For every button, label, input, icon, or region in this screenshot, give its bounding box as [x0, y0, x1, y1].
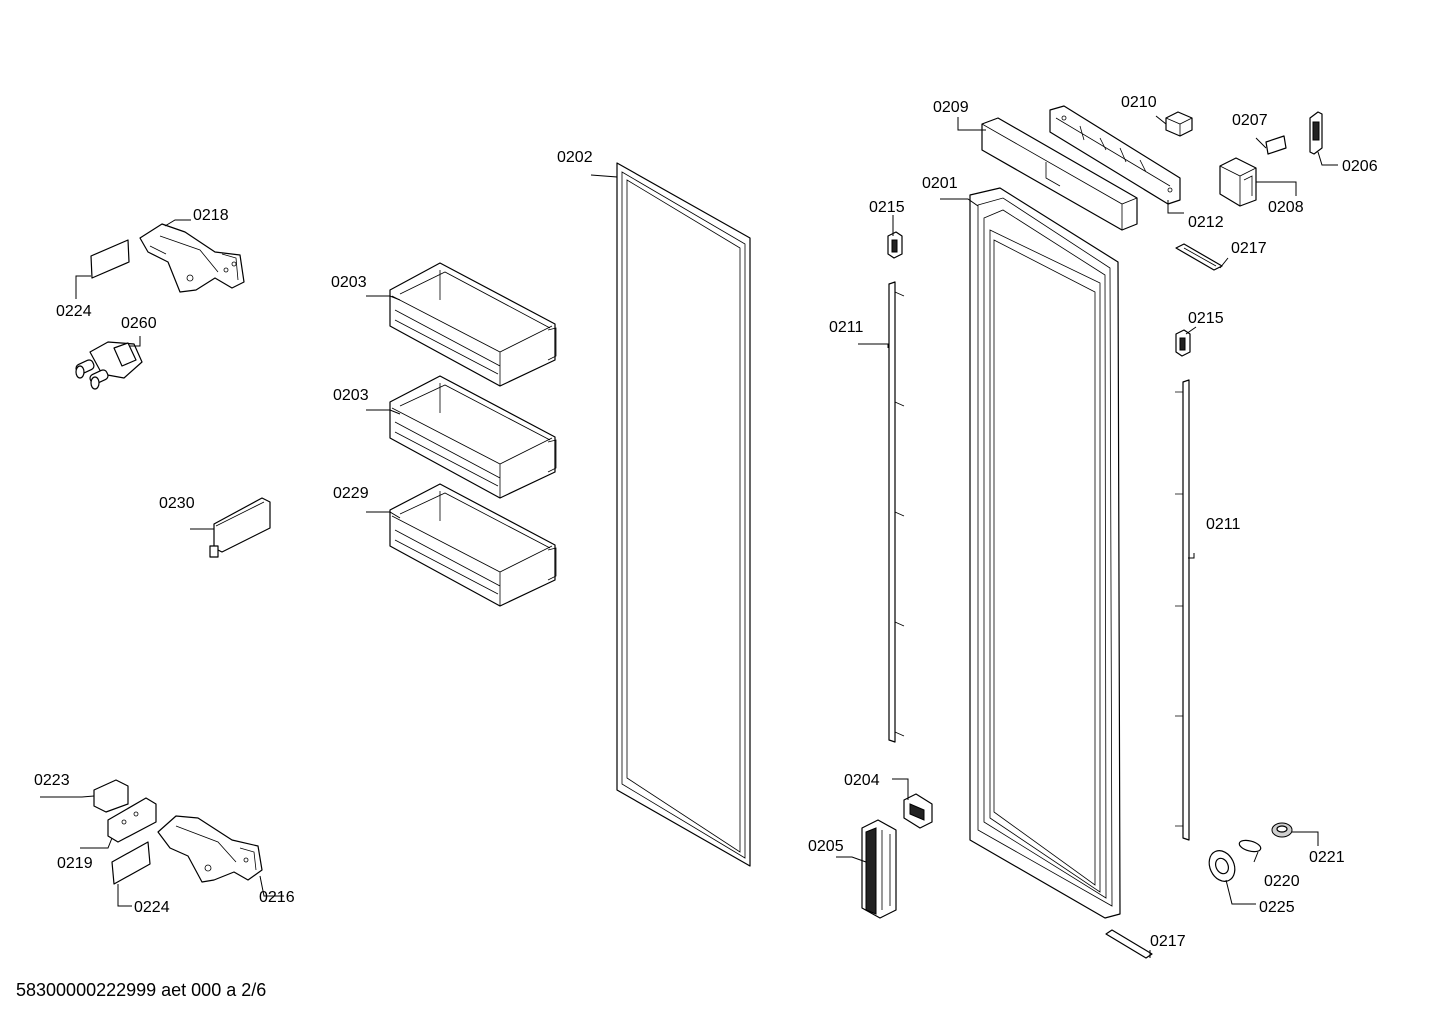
- upper-bracket-strip-part: [1175, 243, 1223, 271]
- lower-cover-plate-part: [111, 841, 151, 885]
- leader-lines: [40, 115, 1338, 958]
- lower-hinge-part: [157, 815, 263, 883]
- left-decor-strip-part: [888, 281, 905, 743]
- washer-part: [1238, 839, 1262, 853]
- label-0211-right: 0211: [1206, 516, 1241, 533]
- label-0210: 0210: [1121, 94, 1157, 111]
- upper-hinge-part: [139, 223, 245, 293]
- label-0221: 0221: [1309, 849, 1345, 866]
- label-0223: 0223: [34, 772, 70, 789]
- door-part: [969, 187, 1121, 919]
- small-panel-part: [209, 497, 271, 558]
- lower-bracket-strip-part: [1105, 929, 1153, 959]
- cap-part: [1271, 822, 1293, 838]
- label-0260: 0260: [121, 315, 157, 332]
- label-0208: 0208: [1268, 199, 1304, 216]
- door-shelf-part-3: [389, 483, 557, 607]
- right-clip-part: [1175, 329, 1191, 357]
- label-0224-top: 0224: [56, 303, 92, 320]
- door-gasket-part: [616, 162, 751, 867]
- label-0220: 0220: [1264, 873, 1300, 890]
- label-0229: 0229: [333, 485, 369, 502]
- left-clip-part: [887, 231, 903, 259]
- label-0207: 0207: [1232, 112, 1268, 129]
- label-0218: 0218: [193, 207, 229, 224]
- label-0204: 0204: [844, 772, 880, 789]
- label-0203-top: 0203: [331, 274, 367, 291]
- label-0203-middle: 0203: [333, 387, 369, 404]
- label-0202: 0202: [557, 149, 593, 166]
- small-bracket-part: [903, 793, 933, 829]
- label-0225: 0225: [1259, 899, 1295, 916]
- handle-bracket-part: [861, 819, 897, 919]
- door-shelf-part-1: [389, 262, 557, 387]
- label-0209: 0209: [933, 99, 969, 116]
- label-0224-bottom: 0224: [134, 899, 170, 916]
- upper-cover-plate-part: [90, 239, 130, 279]
- label-0217-bottom: 0217: [1150, 933, 1186, 950]
- label-0215-left: 0215: [869, 199, 905, 216]
- lower-mount-plate-part: [107, 797, 157, 843]
- label-0217-top: 0217: [1231, 240, 1267, 257]
- label-0211-left: 0211: [829, 319, 864, 336]
- label-0219: 0219: [57, 855, 93, 872]
- label-0206: 0206: [1342, 158, 1378, 175]
- drawing-reference-number: 58300000222999 aet 000 a 2/6: [16, 980, 267, 1000]
- right-decor-strip-part: [1175, 379, 1190, 841]
- label-0215-right: 0215: [1188, 310, 1224, 327]
- clip-part: [1265, 135, 1287, 155]
- mounting-plate-part: [1049, 105, 1181, 205]
- hinge-pin-part: [75, 341, 143, 390]
- label-0216: 0216: [259, 889, 295, 906]
- door-shelf-part-2: [389, 375, 557, 499]
- label-0205: 0205: [808, 838, 844, 855]
- disc-part: [1208, 850, 1236, 882]
- label-0230: 0230: [159, 495, 195, 512]
- label-0212: 0212: [1188, 214, 1224, 231]
- top-cover-bar-part: [981, 117, 1138, 231]
- label-0201: 0201: [922, 175, 958, 192]
- lower-shim-part: [93, 779, 129, 813]
- module-box-part: [1219, 157, 1257, 207]
- part-labels: 0201 0202 0203 0203 0204 0205 0206 0207 …: [34, 94, 1378, 950]
- small-cube-part: [1165, 111, 1193, 137]
- latch-part: [1309, 111, 1323, 155]
